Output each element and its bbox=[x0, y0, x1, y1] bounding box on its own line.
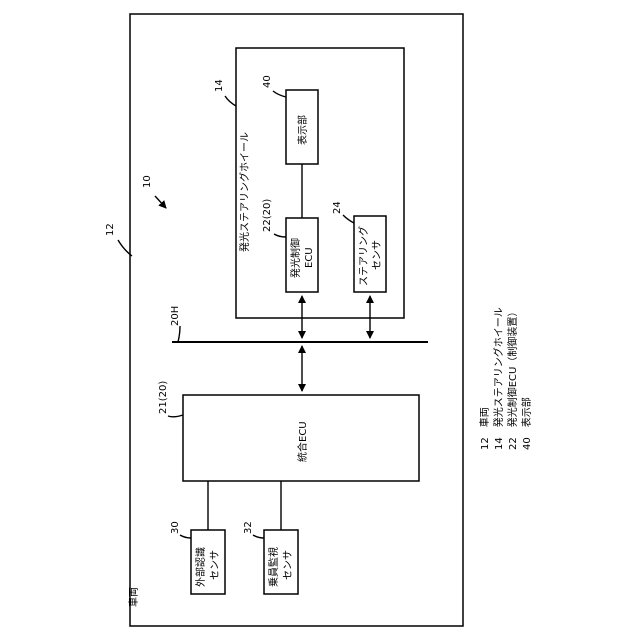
occupant-sensor-label-line1: 乗員監視 bbox=[267, 547, 280, 587]
occupant-sensor-ref: 32 bbox=[243, 521, 254, 534]
external-sensor-ref: 30 bbox=[170, 521, 181, 534]
steering-sensor-ref: 24 bbox=[332, 201, 343, 214]
display-label: 表示部 bbox=[296, 115, 309, 145]
integrated-ecu-ref: 21(20) bbox=[158, 381, 169, 414]
integrated-ecu-label: 統合ECU bbox=[296, 421, 309, 462]
vehicle-ref: 12 bbox=[105, 223, 116, 236]
vehicle-label: 車両 bbox=[127, 587, 140, 607]
steering-wheel-label: 発光ステアリングホイール bbox=[238, 132, 251, 252]
external-sensor-label-line1: 外部認識 bbox=[194, 547, 207, 587]
steering-wheel-ref: 14 bbox=[214, 79, 225, 92]
legend: 12 車両 14 発光ステアリングホイール 22 発光制御ECU（制御装置） 4… bbox=[478, 307, 533, 450]
external-sensor-label-line2: センサ bbox=[209, 550, 221, 580]
steering-sensor-label-line1: ステアリング bbox=[357, 226, 370, 286]
legend-item: 22 発光制御ECU（制御装置） bbox=[506, 307, 519, 450]
steering-sensor-label-line2: センサ bbox=[371, 240, 383, 270]
light-ecu-label-line1: 発光制御 bbox=[289, 238, 302, 278]
occupant-sensor-label-line2: センサ bbox=[282, 550, 294, 580]
display-ref: 40 bbox=[262, 75, 273, 88]
system-ref: 10 bbox=[142, 175, 153, 188]
legend-item: 12 車両 bbox=[478, 407, 491, 450]
light-ecu-label-line2: ECU bbox=[304, 247, 315, 268]
legend-item: 40 表示部 bbox=[520, 397, 533, 450]
bus-ref: 20H bbox=[170, 306, 181, 326]
light-ecu-ref: 22(20) bbox=[262, 199, 273, 232]
legend-item: 14 発光ステアリングホイール bbox=[492, 307, 505, 450]
